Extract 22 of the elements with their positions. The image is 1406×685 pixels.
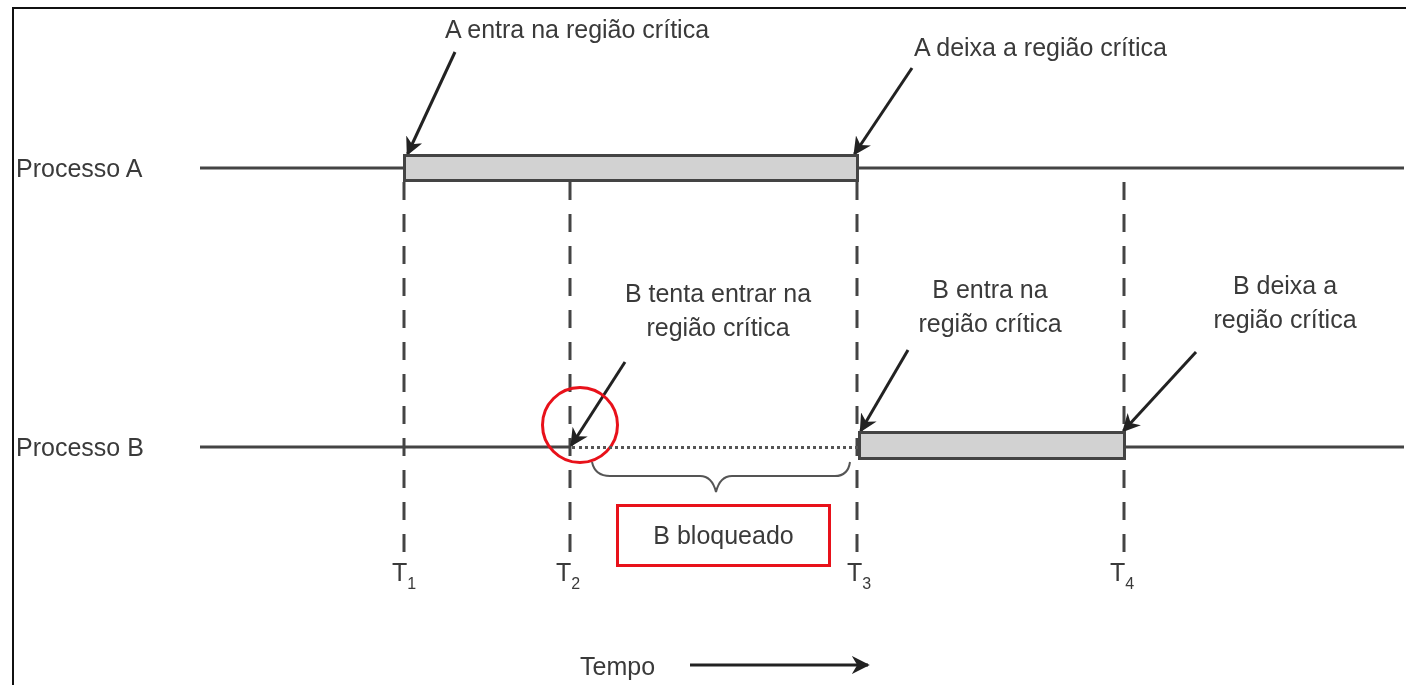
callout-text: B tenta entrar na região crítica	[615, 276, 821, 344]
process-label: Processo B	[16, 433, 144, 462]
axis-label: Tempo	[580, 652, 656, 681]
blocked-dotted-line	[572, 446, 858, 449]
callout-text: A entra na região crítica	[445, 12, 785, 46]
leader-arrow	[406, 51, 457, 156]
callout-text: A deixa a região crítica	[914, 30, 1244, 64]
time-label: T$_{2}$	[556, 558, 581, 593]
highlight-circle	[541, 386, 619, 464]
leader-arrow	[1122, 351, 1198, 433]
time-label: T$_{1}$	[392, 558, 417, 593]
time-label: T$_{4}$	[1110, 558, 1135, 593]
highlight-box: B bloqueado	[616, 504, 831, 567]
leader-arrow	[853, 67, 914, 156]
critical-section-bar	[403, 154, 859, 182]
critical-section-bar	[858, 431, 1126, 460]
callout-text: B entra na região crítica	[895, 272, 1085, 340]
process-label: Processo A	[16, 154, 143, 183]
leader-arrow	[859, 349, 910, 433]
time-label: T$_{3}$	[847, 558, 872, 593]
callout-text: B deixa a região crítica	[1200, 268, 1370, 336]
leader-arrow	[570, 361, 627, 447]
